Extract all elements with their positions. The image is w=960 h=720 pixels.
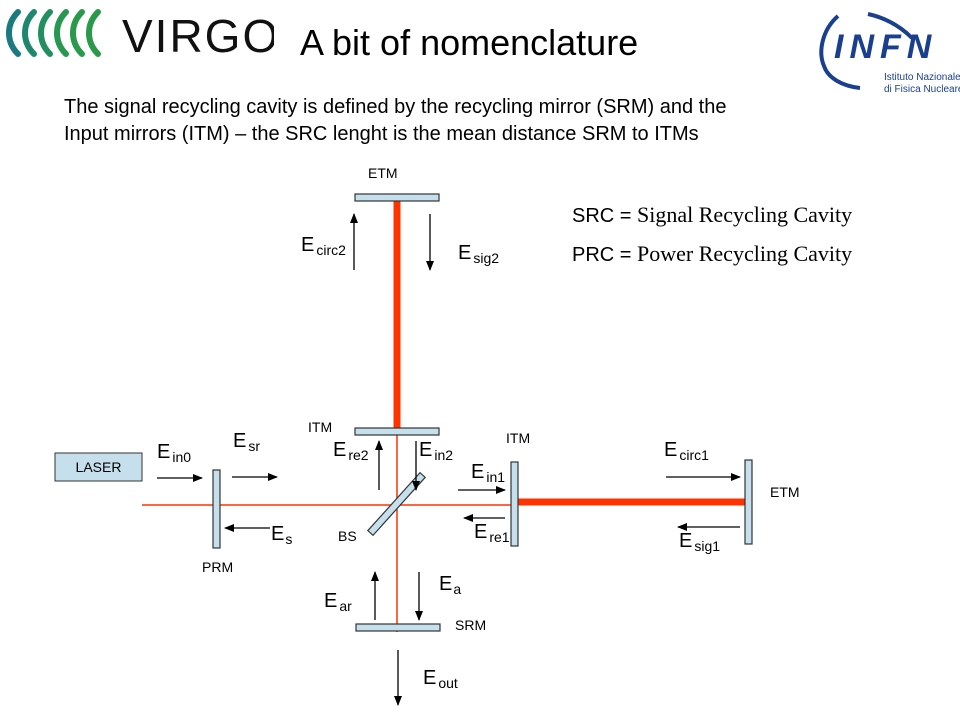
bs-label: BS <box>338 528 357 544</box>
prm-mirror <box>212 469 221 549</box>
virgo-wordmark: VIRGO <box>122 10 274 60</box>
infn-subtitle-line2: di Fisica Nucleare <box>884 84 960 95</box>
beam-splitter <box>366 471 427 537</box>
definition-src: SRC = Signal Recycling Cavity <box>572 202 852 228</box>
itm-north-mirror <box>354 427 440 436</box>
itm-east-mirror <box>510 461 519 547</box>
etm-north-label: ETM <box>368 165 398 181</box>
etm-east-mirror <box>744 459 753 545</box>
virgo-logo: VIRGO <box>6 9 274 60</box>
definition-equals: = <box>614 244 638 266</box>
definition-full: Power Recycling Cavity <box>637 241 853 266</box>
prm-label: PRM <box>202 559 233 575</box>
intro-text: The signal recycling cavity is defined b… <box>64 96 727 145</box>
etm-north-mirror <box>354 193 440 202</box>
itm-north-label: ITM <box>308 419 332 435</box>
laser-label: LASER <box>76 459 122 475</box>
definition-abbr: SRC <box>572 205 615 227</box>
definition-abbr: PRC <box>572 244 615 266</box>
definition-full: Signal Recycling Cavity <box>637 202 853 227</box>
infn-logo: INFN Istituto Nazionale di Fisica Nuclea… <box>819 12 960 95</box>
slide-title: A bit of nomenclature <box>300 22 639 63</box>
srm-label: SRM <box>455 617 486 633</box>
field-es: Es <box>271 523 292 547</box>
itm-east-label: ITM <box>506 430 530 446</box>
srm-mirror <box>355 623 441 632</box>
field-ea: Ea <box>439 573 461 597</box>
laser-box <box>54 452 143 482</box>
etm-east-label: ETM <box>770 484 800 500</box>
infn-wordmark: INFN <box>834 28 937 66</box>
definition-equals: = <box>614 205 638 227</box>
definition-prc: PRC = Power Recycling Cavity <box>572 241 852 267</box>
infn-subtitle-line1: Istituto Nazionale <box>884 72 960 83</box>
